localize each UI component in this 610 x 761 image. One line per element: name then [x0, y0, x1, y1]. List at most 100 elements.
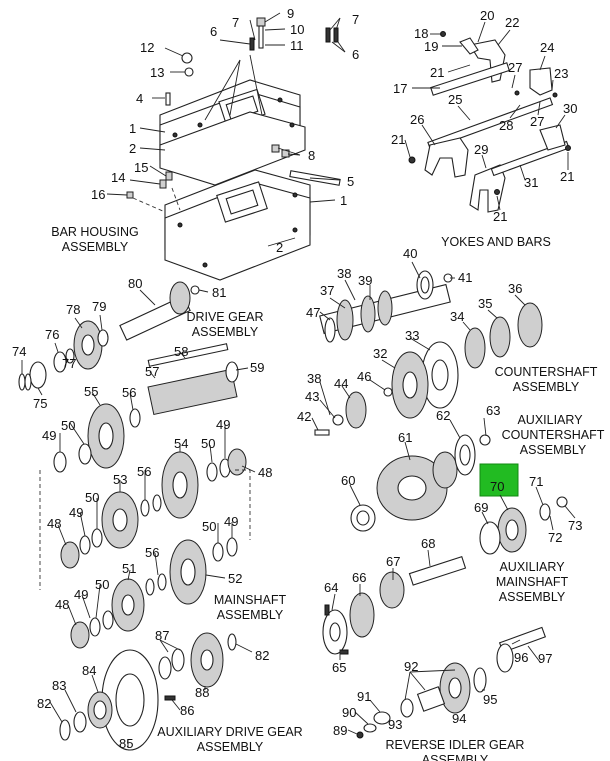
callout: 1 — [129, 121, 136, 136]
caption-aux-mainshaft-1: AUXILIARY — [499, 560, 565, 574]
caption-aux-countershaft-3: ASSEMBLY — [520, 443, 587, 457]
callout: 65 — [332, 660, 346, 675]
callout: 77 — [62, 356, 76, 371]
callout: 48 — [47, 516, 61, 531]
caption-aux-mainshaft-3: ASSEMBLY — [499, 590, 566, 604]
callout: 37 — [320, 283, 334, 298]
caption-aux-drive-gear-2: ASSEMBLY — [197, 740, 264, 754]
callout: 25 — [448, 92, 462, 107]
callout: 40 — [403, 246, 417, 261]
callout: 22 — [505, 15, 519, 30]
callout: 2 — [129, 141, 136, 156]
caption-countershaft-2: ASSEMBLY — [513, 380, 580, 394]
callout: 48 — [258, 465, 272, 480]
callout: 66 — [352, 570, 366, 585]
caption-drive-gear-1: DRIVE GEAR — [186, 310, 263, 324]
callout: 79 — [92, 299, 106, 314]
callout: 86 — [180, 703, 194, 718]
bar-housing-assembly-drawing — [106, 12, 346, 281]
callout: 60 — [341, 473, 355, 488]
caption-drive-gear-2: ASSEMBLY — [192, 325, 259, 339]
callout: 36 — [508, 281, 522, 296]
callout: 76 — [45, 327, 59, 342]
callout: 27 — [508, 60, 522, 75]
callout: 39 — [358, 273, 372, 288]
caption-yokes-bars: YOKES AND BARS — [441, 235, 551, 249]
callout: 56 — [145, 545, 159, 560]
callout: 19 — [424, 39, 438, 54]
callout: 38 — [307, 371, 321, 386]
callout: 96 — [514, 650, 528, 665]
callout: 63 — [486, 403, 500, 418]
callout: 10 — [290, 22, 304, 37]
callout: 7 — [232, 15, 239, 30]
caption-bar-housing-2: ASSEMBLY — [62, 240, 129, 254]
callout: 67 — [386, 554, 400, 569]
callout: 50 — [85, 490, 99, 505]
callout: 85 — [119, 736, 133, 751]
callout: 78 — [66, 302, 80, 317]
callout: 93 — [388, 717, 402, 732]
callout: 68 — [421, 536, 435, 551]
callout: 49 — [69, 505, 83, 520]
callout: 71 — [529, 474, 543, 489]
callout: 50 — [61, 418, 75, 433]
callout: 50 — [202, 519, 216, 534]
callout: 92 — [404, 659, 418, 674]
countershaft-assembly-drawing — [311, 261, 543, 436]
callout: 34 — [450, 309, 464, 324]
callout: 2 — [276, 240, 283, 255]
callout: 13 — [150, 65, 164, 80]
callout: 49 — [74, 587, 88, 602]
callout: 82 — [255, 648, 269, 663]
callout: 21 — [391, 132, 405, 147]
highlighted-part-70[interactable] — [479, 463, 519, 497]
callout: 21 — [493, 209, 507, 224]
callout: 97 — [538, 651, 552, 666]
callout: 28 — [499, 118, 513, 133]
callout: 81 — [212, 285, 226, 300]
caption-aux-countershaft-2: COUNTERSHAFT — [502, 428, 605, 442]
callout: 30 — [563, 101, 577, 116]
caption-mainshaft-1: MAINSHAFT — [214, 593, 287, 607]
caption-bar-housing-1: BAR HOUSING — [51, 225, 139, 239]
caption-countershaft-1: COUNTERSHAFT — [495, 365, 598, 379]
callout: 27 — [530, 114, 544, 129]
callout: 57 — [145, 364, 159, 379]
callout: 61 — [398, 430, 412, 445]
callout: 7 — [352, 12, 359, 27]
callout: 15 — [134, 160, 148, 175]
callout: 59 — [250, 360, 264, 375]
callout: 16 — [91, 187, 105, 202]
callout: 52 — [228, 571, 242, 586]
callout: 42 — [297, 409, 311, 424]
callout: 89 — [333, 723, 347, 738]
callout: 48 — [55, 597, 69, 612]
callout: 35 — [478, 296, 492, 311]
callout: 51 — [122, 561, 136, 576]
callout: 23 — [554, 66, 568, 81]
callout: 18 — [414, 26, 428, 41]
callout: 56 — [122, 385, 136, 400]
callout: 94 — [452, 711, 466, 726]
callout: 43 — [305, 389, 319, 404]
caption-reverse-idler-1: REVERSE IDLER GEAR — [386, 738, 525, 752]
callout: 49 — [216, 417, 230, 432]
auxiliary-countershaft-mainshaft-drawing — [322, 417, 576, 660]
callout: 73 — [568, 518, 582, 533]
callout: 1 — [340, 193, 347, 208]
callout: 6 — [210, 24, 217, 39]
callout: 38 — [337, 266, 351, 281]
callout-numbers: 9 7 10 6 11 7 6 12 13 4 1 2 8 15 14 16 5… — [12, 6, 582, 751]
reverse-idler-gear-drawing — [347, 626, 547, 739]
callout: 14 — [111, 170, 125, 185]
callout: 32 — [373, 346, 387, 361]
caption-aux-drive-gear-1: AUXILIARY DRIVE GEAR — [157, 725, 302, 739]
caption-aux-mainshaft-2: MAINSHAFT — [496, 575, 569, 589]
callout: 55 — [84, 384, 98, 399]
drive-gear-assembly-drawing — [18, 281, 209, 396]
callout: 11 — [290, 38, 304, 53]
callout: 9 — [287, 6, 294, 21]
callout: 49 — [42, 428, 56, 443]
